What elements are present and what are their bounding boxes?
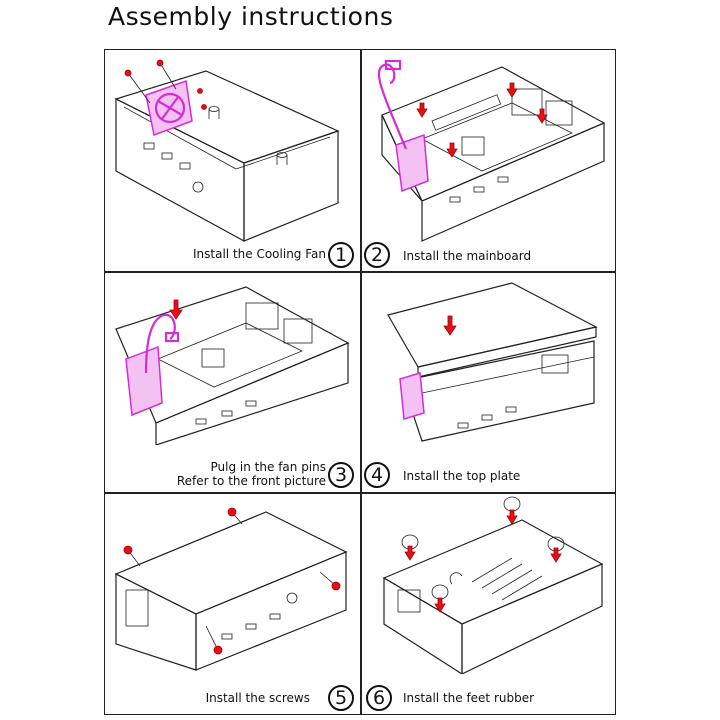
step-3-caption-line1: Pulg in the fan pins bbox=[210, 460, 326, 474]
step-4-number: 4 bbox=[364, 462, 390, 488]
step-5-caption: Install the screws bbox=[205, 691, 310, 705]
step-1-illustration bbox=[114, 59, 340, 243]
step-3-number: 3 bbox=[328, 462, 354, 488]
step-1-number: 1 bbox=[328, 242, 354, 268]
step-5-number: 5 bbox=[328, 685, 354, 711]
step-3-illustration bbox=[115, 286, 350, 445]
step-1-caption: Install the Cooling Fan bbox=[193, 247, 326, 261]
step-2-illustration bbox=[377, 59, 606, 242]
page-title: Assembly instructions bbox=[108, 2, 394, 31]
step-2-number: 2 bbox=[364, 242, 390, 268]
step-4-caption: Install the top plate bbox=[403, 469, 521, 483]
step-4-illustration bbox=[387, 282, 598, 442]
grid-divider-row-1 bbox=[104, 271, 616, 273]
grid-divider-row-2 bbox=[104, 492, 616, 494]
step-5-illustration bbox=[114, 507, 348, 671]
step-3-caption-line2: Refer to the front picture bbox=[176, 474, 326, 488]
grid-divider-vertical bbox=[360, 49, 362, 715]
step-6-number: 6 bbox=[366, 685, 392, 711]
step-6-caption: Install the feet rubber bbox=[403, 691, 535, 705]
step-2-caption: Install the mainboard bbox=[403, 249, 532, 263]
step-6-illustration bbox=[382, 496, 604, 674]
